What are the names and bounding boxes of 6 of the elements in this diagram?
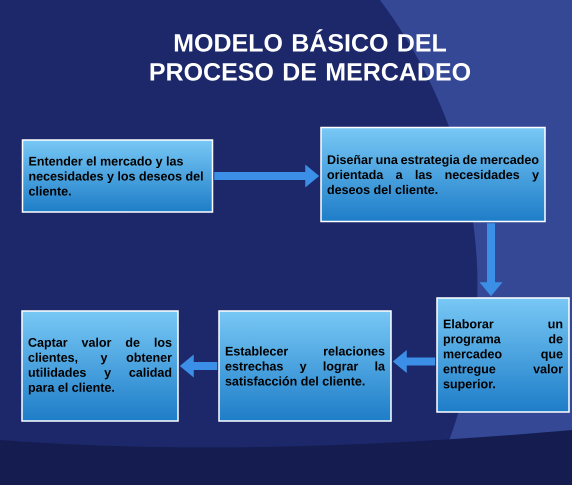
process-box: Elaborar un programa de mercadeo que entregue valor superior.	[436, 297, 570, 413]
process-box: Captar valor de los clientes, y obtener utilidades y calidad para el cliente.	[21, 310, 179, 422]
process-box: Diseñar una estrategia de mercadeo orientada a las necesidades y deseos del cliente.	[320, 126, 546, 222]
process-box: Entender el mercado y las necesidades y los deseos del cliente.	[22, 139, 214, 213]
process-box: Establecer relaciones estrechas y lograr la satisfacción del cliente.	[218, 310, 392, 422]
title: MODELO BÁSICO DEL PROCESO DE MERCADEO	[150, 29, 470, 81]
